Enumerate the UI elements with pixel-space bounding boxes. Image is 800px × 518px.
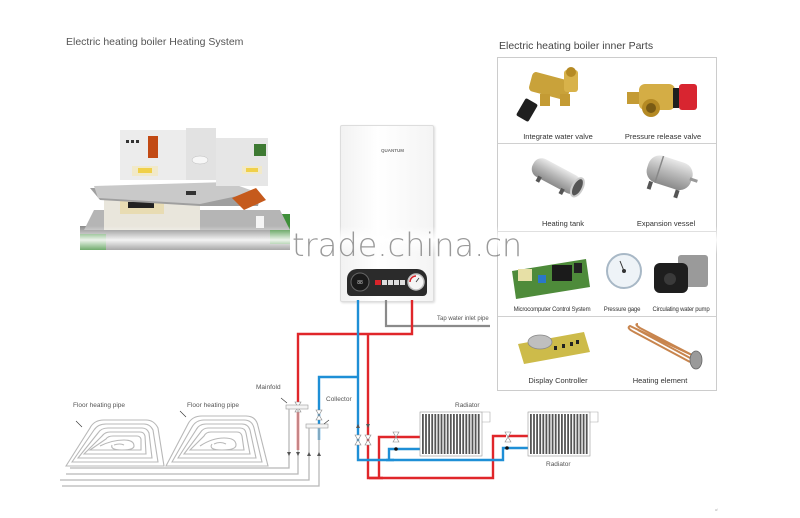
radiator-fin bbox=[443, 414, 446, 454]
radiator-fin bbox=[446, 414, 449, 454]
collector-bar bbox=[305, 423, 329, 429]
radiator-fin bbox=[422, 414, 424, 454]
radiator-1-icon bbox=[419, 411, 491, 457]
cold-radiator-loop bbox=[386, 446, 528, 462]
radiator-fin bbox=[548, 414, 551, 454]
part-label-heating-tank: Heating tank bbox=[541, 219, 585, 228]
radiator-fin bbox=[440, 414, 443, 454]
svg-text:88: 88 bbox=[357, 280, 363, 286]
radiator-fin bbox=[539, 414, 542, 454]
heating-system-title: Electric heating boiler Heating System bbox=[66, 36, 244, 48]
radiator-fin bbox=[545, 414, 548, 454]
radiator-fin bbox=[585, 414, 588, 454]
control-panel-icon: 88 bbox=[350, 272, 425, 292]
radiator-fin bbox=[564, 414, 566, 454]
radiator-fin bbox=[570, 414, 573, 454]
radiator-2-icon bbox=[527, 411, 599, 457]
hot-return-loop bbox=[369, 434, 506, 480]
cold-from-radiator-1 bbox=[387, 447, 420, 460]
radiator-fin bbox=[456, 414, 458, 454]
circuit-board-icon bbox=[512, 259, 590, 299]
radiator-fin bbox=[530, 414, 532, 454]
parts-row-controls: Display Controller Heating element bbox=[498, 316, 716, 390]
cold-collector-pipe bbox=[317, 375, 358, 440]
pressure-release-valve-icon bbox=[627, 84, 697, 117]
radiator-fin bbox=[425, 414, 427, 454]
floor-heating-coil-2 bbox=[165, 415, 269, 467]
heating-tank-icon bbox=[531, 158, 585, 198]
radiator-fin bbox=[471, 414, 474, 454]
radiator-fin bbox=[561, 414, 563, 454]
radiator-fin bbox=[533, 414, 535, 454]
junction-dot-icon bbox=[394, 447, 398, 451]
part-label-heating-element: Heating element bbox=[632, 376, 688, 385]
radiator-fin bbox=[579, 414, 582, 454]
radiator-fin bbox=[554, 414, 557, 454]
heating-element-icon bbox=[627, 323, 703, 370]
inner-parts-panel: Integrate water valve Pressure release v… bbox=[497, 57, 717, 391]
radiator-fin bbox=[453, 414, 455, 454]
junction-dot-icon bbox=[505, 446, 509, 450]
floor-heating-coil-1 bbox=[65, 419, 165, 467]
inner-parts-title: Electric heating boiler inner Parts bbox=[499, 40, 654, 52]
mainfold-label: Mainfold bbox=[256, 384, 281, 391]
valve-icon bbox=[294, 401, 512, 446]
hot-supply-pipe-radiators bbox=[366, 334, 383, 480]
floor-heating-pipe-label-1: Floor heating pipe bbox=[73, 402, 126, 409]
electric-boiler-unit: QUANTUM 88 bbox=[340, 125, 434, 302]
parts-row-tanks: Heating tank Expansion vessel bbox=[498, 143, 716, 232]
hot-to-radiator-1 bbox=[377, 435, 420, 478]
tap-water-inlet-pipe bbox=[384, 300, 490, 328]
part-label-pressure-release-valve: Pressure release valve bbox=[624, 132, 702, 141]
pressure-gauge-icon bbox=[606, 253, 642, 289]
radiator-fin bbox=[474, 414, 477, 454]
radiator-fin bbox=[431, 414, 434, 454]
radiator-fin bbox=[567, 414, 569, 454]
display-controller-icon bbox=[518, 332, 590, 364]
floor-pipe-connections bbox=[60, 409, 320, 487]
floor-heating-pipe-label-2: Floor heating pipe bbox=[187, 402, 240, 409]
radiator-fin bbox=[557, 414, 560, 454]
parts-row-electronics: Microcomputer Control System Pressure ga… bbox=[498, 231, 716, 317]
collector-label: Collector bbox=[326, 396, 352, 403]
boiler-brand-logo: QUANTUM bbox=[381, 148, 404, 153]
radiator-fin bbox=[437, 414, 440, 454]
flow-arrows bbox=[287, 424, 370, 456]
watermark-band bbox=[60, 226, 740, 254]
tap-water-inlet-label: Tap water inlet pipe bbox=[437, 316, 489, 322]
radiator-fin bbox=[573, 414, 576, 454]
radiator-fin bbox=[462, 414, 465, 454]
radiator-fin bbox=[449, 414, 452, 454]
radiator-fin bbox=[582, 414, 585, 454]
water-pump-icon bbox=[654, 255, 708, 293]
part-label-pressure-gage: Pressure gage bbox=[603, 307, 641, 313]
footer-mark: ᵃⁱ bbox=[715, 508, 718, 514]
brass-valve-icon bbox=[516, 67, 578, 122]
radiator-fin bbox=[465, 414, 468, 454]
radiator-fin bbox=[434, 414, 437, 454]
radiator-fin bbox=[468, 414, 471, 454]
radiator-1-label: Radiator bbox=[455, 402, 480, 409]
radiator-fin bbox=[459, 414, 461, 454]
radiator-2-label: Radiator bbox=[546, 461, 571, 468]
cold-return-pipe-main bbox=[356, 300, 394, 462]
radiator-fin bbox=[576, 414, 579, 454]
radiator-fin bbox=[477, 414, 480, 454]
manifold-bar bbox=[285, 404, 309, 410]
radiator-fin bbox=[536, 414, 538, 454]
watermark-text: trade.china.cn bbox=[292, 226, 523, 264]
radiator-fin bbox=[551, 414, 554, 454]
radiator-fin bbox=[428, 414, 430, 454]
part-label-display-controller: Display Controller bbox=[528, 376, 588, 385]
part-label-circulating-water-pump: Circulating water pump bbox=[652, 307, 710, 313]
radiator-fin bbox=[542, 414, 545, 454]
part-label-integrate-water-valve: Integrate water valve bbox=[523, 132, 593, 141]
part-label-microcomputer-control-system: Microcomputer Control System bbox=[513, 307, 591, 313]
boiler-control-panel: 88 bbox=[347, 269, 427, 296]
part-label-expansion-vessel: Expansion vessel bbox=[636, 219, 696, 228]
expansion-vessel-icon bbox=[646, 155, 698, 199]
parts-row-valves: Integrate water valve Pressure release v… bbox=[498, 58, 716, 144]
